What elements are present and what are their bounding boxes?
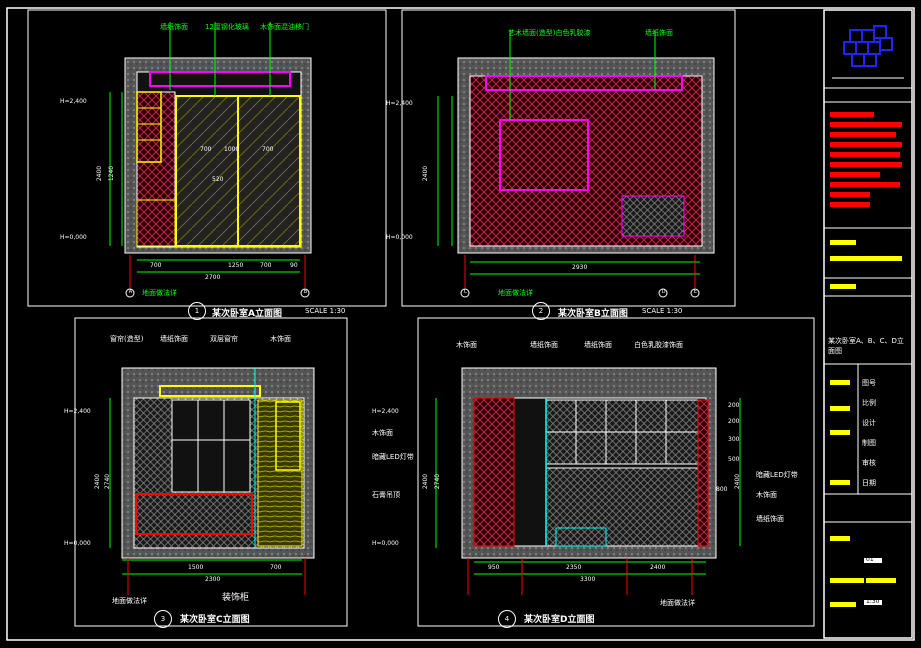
a-dim-height-2: 1240 bbox=[108, 165, 116, 182]
view-c bbox=[74, 317, 348, 627]
view-a-title: 某次卧室A立面图 bbox=[212, 309, 282, 319]
view-b-scale: SCALE 1:30 bbox=[642, 307, 683, 315]
d-dim-r1: 200 bbox=[728, 402, 740, 409]
view-a bbox=[27, 9, 387, 307]
d-left-note-3: 石膏吊顶 bbox=[372, 491, 400, 499]
c-note-4: 木饰面 bbox=[270, 335, 291, 343]
a-level-top: H=2,400 bbox=[60, 98, 87, 105]
sheet-border bbox=[6, 7, 915, 641]
tb-value-number: 01 bbox=[866, 556, 874, 563]
c-dim-w2: 700 bbox=[270, 564, 282, 571]
view-d-marker: 4 bbox=[498, 610, 516, 628]
view-b-title: 某次卧室B立面图 bbox=[558, 309, 628, 319]
a-floor-note: 地面做法详 bbox=[142, 289, 177, 297]
c-floor-note: 地面做法详 bbox=[112, 597, 147, 605]
view-b-marker: 2 bbox=[532, 302, 550, 320]
c-cabinet-label: 装饰柜 bbox=[222, 593, 250, 603]
tb-row-4: 制图 bbox=[862, 439, 876, 447]
d-dim-height: 2400 bbox=[422, 473, 430, 490]
b-level-top: H=2,400 bbox=[386, 100, 413, 107]
d-right-note-3: 墙纸饰面 bbox=[756, 515, 784, 523]
axis-b: B bbox=[303, 289, 308, 295]
c-note-3: 双层窗帘 bbox=[210, 335, 238, 343]
a-note-3: 木饰面混油移门 bbox=[260, 23, 309, 31]
a-dim-mid-2: 1000 bbox=[224, 146, 240, 153]
a-dim-w1: 700 bbox=[150, 262, 162, 269]
c-dim-total: 2300 bbox=[205, 576, 221, 583]
d-note-3: 墙纸饰面 bbox=[584, 341, 612, 349]
c-dim-height: 2400 bbox=[94, 473, 102, 490]
a-note-2: 12厘钢化玻璃 bbox=[205, 23, 249, 31]
axis-e: E bbox=[693, 289, 698, 295]
axis-d: D bbox=[661, 289, 666, 295]
axis-a: A bbox=[128, 289, 133, 295]
c-dim-w1: 1500 bbox=[188, 564, 204, 571]
view-a-marker: 1 bbox=[188, 302, 206, 320]
view-c-marker: 3 bbox=[154, 610, 172, 628]
c-level-top: H=2,400 bbox=[64, 408, 91, 415]
c-level-bottom: H=0,000 bbox=[64, 540, 91, 547]
a-dim-mid-3: 700 bbox=[262, 146, 274, 153]
a-dim-w4: 90 bbox=[290, 262, 298, 269]
tb-value-scale: 1:30 bbox=[866, 598, 880, 605]
title-block bbox=[823, 9, 913, 639]
view-d-title: 某次卧室D立面图 bbox=[524, 615, 595, 625]
d-note-2: 墙纸饰面 bbox=[530, 341, 558, 349]
red-note-block bbox=[830, 112, 902, 207]
b-dim-height: 2400 bbox=[422, 165, 430, 182]
a-dim-mid-1: 700 bbox=[200, 146, 212, 153]
d-dim-w2: 2350 bbox=[566, 564, 582, 571]
d-level-bottom: H=0,000 bbox=[372, 540, 399, 547]
d-dim-r6: 2400 bbox=[734, 473, 742, 490]
view-a-scale: SCALE 1:30 bbox=[305, 307, 346, 315]
view-d bbox=[417, 317, 815, 627]
b-dim-total: 2930 bbox=[572, 264, 588, 271]
a-dim-w2: 1250 bbox=[228, 262, 244, 269]
project-title: 某次卧室A、B、C、D立面图 bbox=[828, 337, 904, 355]
b-floor-note: 地面做法详 bbox=[498, 289, 533, 297]
d-right-note-1: 暗藏LED灯带 bbox=[756, 471, 798, 479]
view-b bbox=[401, 9, 736, 307]
d-left-note-1: 木饰面 bbox=[372, 429, 393, 437]
b-note-1: 艺术墙面(造型)白色乳胶漆 bbox=[508, 29, 591, 37]
d-dim-r4: 500 bbox=[728, 456, 740, 463]
d-dim-height-2: 2740 bbox=[434, 473, 442, 490]
a-note-1: 墙纸饰面 bbox=[160, 23, 188, 31]
b-level-bottom: H=0,000 bbox=[386, 234, 413, 241]
a-dim-height: 2400 bbox=[96, 165, 104, 182]
d-dim-w1: 950 bbox=[488, 564, 500, 571]
d-right-note-2: 木饰面 bbox=[756, 491, 777, 499]
a-level-bottom: H=0,000 bbox=[60, 234, 87, 241]
d-dim-r2: 200 bbox=[728, 418, 740, 425]
d-note-4: 白色乳胶漆饰面 bbox=[634, 341, 683, 349]
c-dim-height-2: 2740 bbox=[104, 473, 112, 490]
b-note-2: 墙纸饰面 bbox=[645, 29, 673, 37]
a-dim-w3: 700 bbox=[260, 262, 272, 269]
c-note-2: 墙纸饰面 bbox=[160, 335, 188, 343]
d-note-1: 木饰面 bbox=[456, 341, 477, 349]
d-dim-r3: 300 bbox=[728, 436, 740, 443]
c-note-1: 窗帘(造型) bbox=[110, 335, 144, 343]
a-dim-mid-4: 520 bbox=[212, 176, 224, 183]
tb-row-1: 图号 bbox=[862, 379, 876, 387]
d-dim-total: 3300 bbox=[580, 576, 596, 583]
tb-row-3: 设计 bbox=[862, 419, 876, 427]
d-left-note-2: 暗藏LED灯带 bbox=[372, 453, 414, 461]
tb-row-2: 比例 bbox=[862, 399, 876, 407]
d-level-top: H=2,400 bbox=[372, 408, 399, 415]
a-dim-total: 2700 bbox=[205, 274, 221, 281]
d-dim-r5: 800 bbox=[716, 486, 728, 493]
company-logo-icon bbox=[832, 25, 904, 79]
axis-c: C bbox=[463, 289, 468, 295]
d-dim-w3: 2400 bbox=[650, 564, 666, 571]
tb-row-6: 日期 bbox=[862, 479, 876, 487]
d-floor-note: 地面做法详 bbox=[660, 599, 695, 607]
view-c-title: 某次卧室C立面图 bbox=[180, 615, 250, 625]
tb-row-5: 审核 bbox=[862, 459, 876, 467]
